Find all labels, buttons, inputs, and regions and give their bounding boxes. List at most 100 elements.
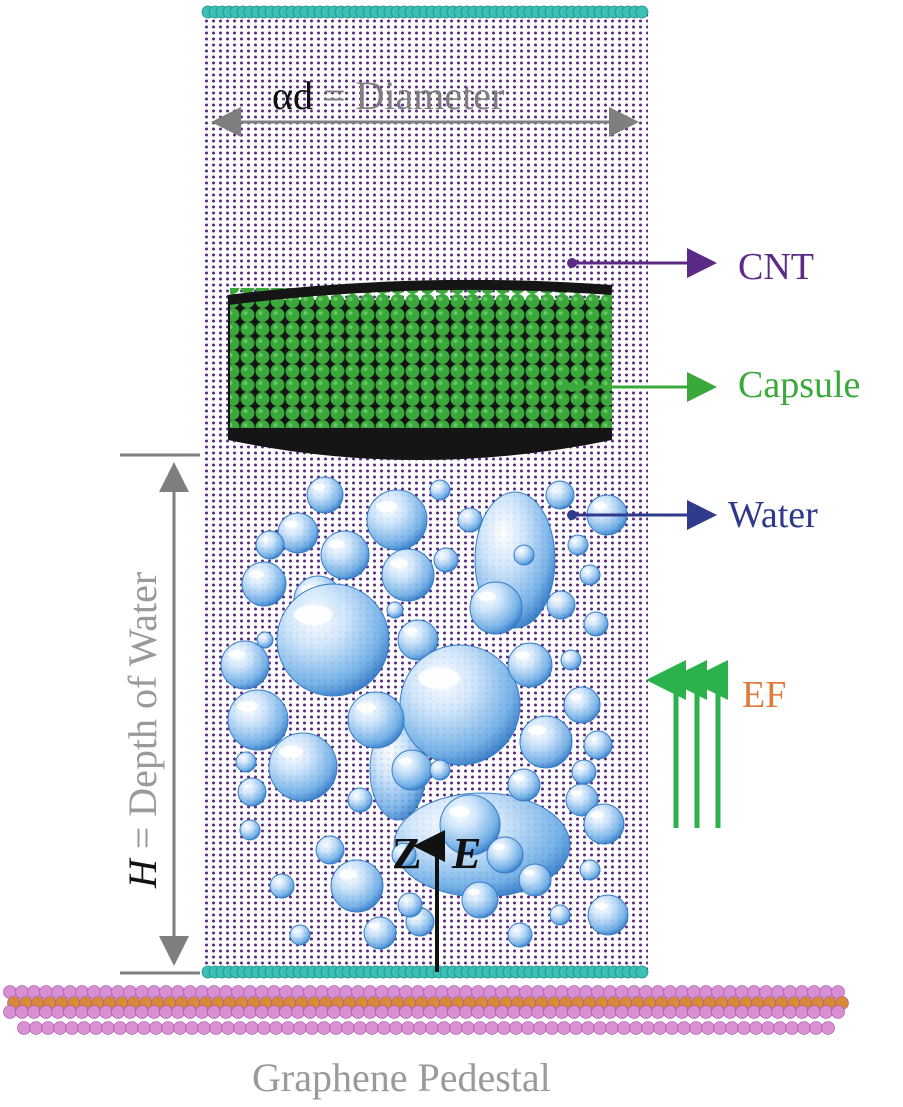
graphene-atom <box>183 1005 197 1019</box>
water-bubble <box>433 547 459 573</box>
water-bubble <box>429 759 451 781</box>
depth-label: H = Depth of Water <box>120 572 165 889</box>
bubble-highlight <box>368 922 380 929</box>
graphene-atom <box>653 1021 667 1035</box>
water-bubble <box>571 759 597 785</box>
water-bubble <box>399 644 521 766</box>
depth-symbol: H <box>120 859 165 889</box>
graphene-atom <box>339 1005 353 1019</box>
graphene-atom <box>101 1021 115 1035</box>
bubble-highlight <box>312 483 326 491</box>
graphene-atom <box>423 1005 437 1019</box>
graphene-atom <box>533 1021 547 1035</box>
graphene-atom <box>771 1005 785 1019</box>
graphene-atom <box>723 1005 737 1019</box>
graphene-atom <box>593 1021 607 1035</box>
bubble-highlight <box>477 591 496 601</box>
graphene-atom <box>545 1021 559 1035</box>
cnt-pointer <box>567 248 717 278</box>
diameter-symbol: αd <box>272 73 313 118</box>
graphene-atom <box>735 1005 749 1019</box>
water-bubble <box>227 689 289 751</box>
graphene-atom <box>53 1021 67 1035</box>
capsule-body <box>227 279 613 460</box>
graphene-atom <box>257 1021 271 1035</box>
graphene-atom <box>65 1021 79 1035</box>
graphene-atom <box>473 1021 487 1035</box>
graphene-atom <box>75 1005 89 1019</box>
ef-label: EF <box>742 674 787 716</box>
graphene-atom <box>269 1021 283 1035</box>
graphene-atom <box>209 1021 223 1035</box>
graphene-atom <box>797 1021 811 1035</box>
water-label: Water <box>728 494 818 536</box>
water-bubble <box>545 480 575 510</box>
capsule-pointer <box>567 372 717 402</box>
water-bubble <box>519 715 573 769</box>
graphene-atom <box>785 1021 799 1035</box>
graphene-atom <box>245 1021 259 1035</box>
graphene-atom <box>773 1021 787 1035</box>
graphene-atom <box>831 1005 845 1019</box>
water-bubble <box>461 881 499 919</box>
bubble-highlight <box>593 502 607 510</box>
graphene-atom <box>665 1021 679 1035</box>
graphene-atom <box>603 1005 617 1019</box>
bubble-highlight <box>590 811 604 819</box>
graphene-atom <box>77 1021 91 1035</box>
water-bubble <box>276 583 390 697</box>
graphene-atom <box>507 1005 521 1019</box>
graphene-atom <box>495 1005 509 1019</box>
graphene-atom <box>689 1021 703 1035</box>
bubble-highlight <box>527 725 547 735</box>
graphene-atom <box>327 1005 341 1019</box>
graphene-atom <box>567 1005 581 1019</box>
graphene-atom <box>219 1005 233 1019</box>
graphene-atom <box>63 1005 77 1019</box>
cnt-bottom-ring <box>201 965 649 979</box>
graphene-atom <box>809 1021 823 1035</box>
diameter-label: αd = Diameter <box>272 76 504 116</box>
water-bubble <box>518 863 552 897</box>
graphene-atom <box>701 1021 715 1035</box>
water-bubble <box>255 530 285 560</box>
bubble-highlight <box>228 649 246 659</box>
cnt-top-ring <box>201 5 649 19</box>
graphene-atom <box>51 1005 65 1019</box>
graphene-atom <box>317 1021 331 1035</box>
bubble-highlight <box>338 869 357 879</box>
water-bubble <box>256 631 274 649</box>
graphene-atom <box>195 1005 209 1019</box>
bubble-highlight <box>279 745 303 758</box>
graphene-atom <box>377 1021 391 1035</box>
graphene-atom <box>125 1021 139 1035</box>
bubble-highlight <box>376 501 397 512</box>
graphene-atom <box>387 1005 401 1019</box>
water-bubble <box>269 873 295 899</box>
graphene-atom <box>113 1021 127 1035</box>
graphene-atom <box>521 1021 535 1035</box>
graphene-atom <box>27 1005 41 1019</box>
graphene-atom <box>111 1005 125 1019</box>
graphene-atom <box>231 1005 245 1019</box>
graphene-atom <box>485 1021 499 1035</box>
graphene-atom <box>291 1005 305 1019</box>
graphene-atom <box>173 1021 187 1035</box>
graphene-atom <box>197 1021 211 1035</box>
water-bubble <box>583 803 625 845</box>
graphene-atom <box>363 1005 377 1019</box>
graphene-atom <box>353 1021 367 1035</box>
capsule-label: Capsule <box>738 364 861 406</box>
bubble-highlight <box>356 702 377 713</box>
bubble-highlight <box>404 627 418 635</box>
graphene-atom <box>293 1021 307 1035</box>
graphene-atom <box>675 1005 689 1019</box>
graphene-atom <box>449 1021 463 1035</box>
bubble-highlight <box>514 651 530 660</box>
graphene-atom <box>761 1021 775 1035</box>
bubble-highlight <box>569 693 582 701</box>
graphene-atom <box>15 1005 29 1019</box>
water-molecules <box>220 476 629 950</box>
graphene-atom <box>147 1005 161 1019</box>
